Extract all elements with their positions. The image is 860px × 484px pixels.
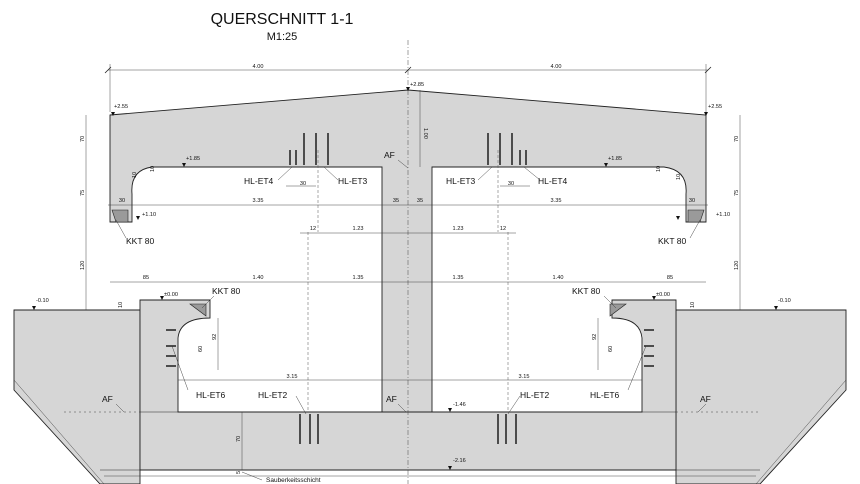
dim-335-right: 3.35: [551, 198, 562, 204]
level-ground-right: -0.10: [778, 298, 791, 304]
level-kkt-left: +1.10: [142, 212, 156, 218]
rebar-top-right: [487, 133, 527, 165]
dim-100-center: 1.00: [422, 128, 428, 139]
label-hl-et2-right: HL-ET2: [520, 390, 550, 400]
dim-85-left: 85: [143, 275, 149, 281]
level-crown: +2.85: [410, 82, 424, 88]
label-kkt80-ul: KKT 80: [126, 236, 154, 246]
level-ground-left: -0.10: [36, 298, 49, 304]
dim-10-wall-left: 10: [118, 302, 124, 308]
rebar-base-right: [497, 414, 517, 444]
level-base: -2.16: [453, 458, 466, 464]
rebar-wall-right: [644, 329, 654, 367]
dim-70-right: 70: [734, 136, 740, 142]
slope-line-left: [13, 379, 105, 484]
level-ceiling-right: +1.85: [608, 156, 622, 162]
label-hl-et6-left: HL-ET6: [196, 390, 226, 400]
label-af-center: AF: [386, 394, 397, 404]
dim-12-right: 12: [500, 226, 506, 232]
dim-135-right: 1.35: [453, 275, 464, 281]
dim-140-left: 1.40: [253, 275, 264, 281]
label-kkt80-ll: KKT 80: [212, 286, 240, 296]
label-hl-et3-right: HL-ET3: [446, 176, 476, 186]
dim-10-a: 10: [132, 172, 138, 178]
kkt-block-lr: [609, 303, 627, 317]
rebar-top-left: [289, 133, 329, 165]
level-wall-right: ±0.00: [656, 292, 670, 298]
dim-315-left: 3.15: [287, 374, 298, 380]
label-hl-et3-left: HL-ET3: [338, 176, 368, 186]
dim-10-c: 10: [656, 166, 662, 172]
level-eave-left: +2.55: [114, 104, 128, 110]
rebar-base-left: [299, 414, 319, 444]
level-ceiling-left: +1.85: [186, 156, 200, 162]
callout-labels: AF HL-ET4 HL-ET3 HL-ET3 HL-ET4 KKT 80 KK…: [102, 150, 711, 484]
dim-400-left: 4.00: [253, 64, 264, 70]
dim-120-right: 120: [734, 261, 740, 270]
level-kkt-right: +1.10: [716, 212, 730, 218]
dim-30-a: 30: [119, 198, 125, 204]
kkt-block-ul: [111, 209, 129, 223]
dim-75-left: 75: [80, 190, 86, 196]
dim-92-right: 92: [592, 334, 598, 340]
kkt-block-ur: [687, 209, 705, 223]
label-af-top: AF: [384, 150, 395, 160]
label-sauberkeit: Sauberkeitsschicht: [266, 477, 321, 484]
dim-35-left: 35: [393, 198, 399, 204]
dim-120-left: 120: [80, 261, 86, 270]
dim-140-right: 1.40: [553, 275, 564, 281]
dim-70-base: 70: [236, 436, 242, 442]
dim-70-left: 70: [80, 136, 86, 142]
leader-lines: [115, 159, 707, 415]
dim-123-left: 1.23: [353, 226, 364, 232]
dim-10-b: 10: [150, 166, 156, 172]
level-wall-left: ±0.00: [164, 292, 178, 298]
dim-123-right: 1.23: [453, 226, 464, 232]
level-texts: +2.85 +2.55 +2.55 +1.85 +1.85 +1.10 +1.1…: [36, 82, 791, 464]
label-hl-et4-right: HL-ET4: [538, 176, 568, 186]
label-hl-et6-right: HL-ET6: [590, 390, 620, 400]
drawing-title: QUERSCHNITT 1-1: [211, 11, 354, 28]
dim-135-left: 1.35: [353, 275, 364, 281]
dim-60-left: 60: [198, 346, 204, 352]
dim-400-right: 4.00: [551, 64, 562, 70]
dim-5-base: 5: [236, 471, 242, 474]
level-markers: [32, 87, 778, 470]
rebar-wall-left: [166, 329, 176, 367]
label-hl-et2-left: HL-ET2: [258, 390, 288, 400]
label-af-left: AF: [102, 394, 113, 404]
label-af-right: AF: [700, 394, 711, 404]
dimension-texts: 4.00 4.00 1.00 70 75 120 70 75 120 30 10…: [80, 64, 740, 474]
dim-92-left: 92: [212, 334, 218, 340]
dim-60-right: 60: [608, 346, 614, 352]
label-kkt80-ur: KKT 80: [658, 236, 686, 246]
dim-75-right: 75: [734, 190, 740, 196]
ground-fill-left: [13, 309, 141, 484]
dim-30-d: 30: [689, 198, 695, 204]
dim-335-left: 3.35: [253, 198, 264, 204]
dimension-lines: [85, 64, 741, 470]
dim-35-right: 35: [417, 198, 423, 204]
dim-10-d: 10: [676, 174, 682, 180]
level-eave-right: +2.55: [708, 104, 722, 110]
lower-structure: [139, 299, 677, 471]
slope-line-right: [755, 379, 847, 484]
level-floor: -1.46: [453, 402, 466, 408]
dim-30-c: 30: [508, 181, 514, 187]
drawing-scale: M1:25: [267, 31, 298, 43]
sauberkeit-leader: [241, 471, 263, 481]
dim-315-right: 3.15: [519, 374, 530, 380]
kkt-block-ll: [189, 303, 207, 317]
dim-85-right: 85: [667, 275, 673, 281]
dim-12-left: 12: [310, 226, 316, 232]
label-kkt80-lr: KKT 80: [572, 286, 600, 296]
dim-10-wall-right: 10: [690, 302, 696, 308]
dim-30-b: 30: [300, 181, 306, 187]
label-hl-et4-left: HL-ET4: [244, 176, 274, 186]
